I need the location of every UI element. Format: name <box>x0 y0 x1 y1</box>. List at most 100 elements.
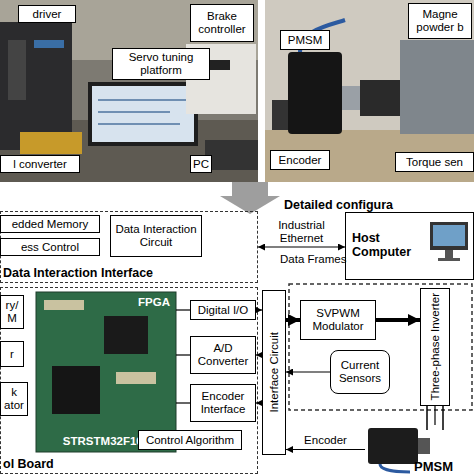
motor-cable <box>380 464 410 472</box>
node-label: Encoder Interface <box>191 390 255 415</box>
node-label: PMSM <box>288 34 323 47</box>
node-label: Servo tuning platform <box>113 51 209 76</box>
brake-photo <box>400 40 474 134</box>
node-label: edded Memory <box>12 218 89 231</box>
host-box: Host Computer <box>345 212 474 280</box>
down-arrow <box>220 182 280 214</box>
monitor <box>88 82 198 146</box>
photo-callout: Encoder <box>270 150 330 170</box>
monitor-screen <box>92 86 194 142</box>
interface-box: Interface Circuit <box>262 290 286 455</box>
function-box: Digital I/O <box>190 300 256 320</box>
edge-label: Encoder <box>294 434 358 447</box>
coupling <box>342 86 360 110</box>
torque-sensor-photo <box>360 80 400 116</box>
driver-detail <box>34 40 64 48</box>
phase-wire <box>442 406 444 430</box>
motor-shaft <box>418 438 430 454</box>
node-label: FPGA <box>138 296 170 309</box>
node-label: Digital I/O <box>198 304 249 317</box>
driver-detail <box>8 40 26 100</box>
connector <box>256 309 262 310</box>
host-stand <box>438 258 460 261</box>
node-label: r <box>10 348 14 361</box>
function-box: Control Algorithm <box>138 430 242 450</box>
photo-callout: driver <box>18 5 76 23</box>
photo-callout: Torque sen <box>395 152 474 172</box>
photo-callout: PC <box>190 155 212 173</box>
function-box: k ator <box>0 382 28 416</box>
connector <box>258 246 345 247</box>
node-label: SVPWM Modulator <box>301 307 375 332</box>
encoder-photo <box>272 100 288 130</box>
node-label: driver <box>33 8 62 21</box>
function-box: ry/ M <box>0 295 24 329</box>
node-label: A/D Converter <box>191 342 255 367</box>
connector <box>256 354 262 355</box>
power-group-outline <box>289 284 472 410</box>
mcu-chip <box>52 366 100 414</box>
connector <box>176 309 190 310</box>
function-box: Data Interaction Circuit <box>110 215 202 257</box>
node-label: ry/ M <box>1 299 23 324</box>
node-label: Current Sensors <box>331 359 389 384</box>
function-box: edded Memory <box>0 215 100 233</box>
inverter-box: Three-phase Inverter <box>420 288 450 406</box>
screen-line <box>98 123 180 125</box>
edge-label: Industrial Ethernet <box>270 219 334 244</box>
dashed-group: Data Interaction Interface edded Memory es… <box>0 211 258 283</box>
node-label: STRSTM32F103 <box>63 435 149 448</box>
board-photo: FPGA STRSTM32F103 <box>36 292 176 452</box>
node-label: Data Interaction Interface <box>3 267 153 281</box>
pcb-connector <box>116 372 156 384</box>
connector <box>286 371 330 372</box>
fpga-chip <box>104 316 148 354</box>
annotation: Data Frames <box>280 253 346 265</box>
servo-driver <box>0 22 72 150</box>
connector <box>286 318 300 322</box>
connector <box>434 406 435 425</box>
connector <box>376 318 420 322</box>
node-label: PMSM <box>414 460 453 474</box>
node-label: ol Board <box>3 458 54 472</box>
photo-background <box>265 0 474 182</box>
laptop <box>205 140 258 170</box>
annotation: Detailed configura <box>284 198 393 212</box>
function-box: Encoder Interface <box>190 384 256 422</box>
motor-symbol: PMSM <box>365 425 455 474</box>
function-box: ess Control <box>0 238 100 256</box>
node-label: Control Algorithm <box>146 434 234 447</box>
sensor-box: Current Sensors <box>330 350 390 394</box>
converter <box>20 132 82 154</box>
photo-base <box>265 130 474 182</box>
host-stand <box>445 250 453 258</box>
node-label: PC <box>193 158 209 171</box>
pcb-connector <box>44 300 84 310</box>
connector <box>256 402 262 403</box>
photo-callout: l converter <box>0 155 80 173</box>
node-label: Encoder <box>279 154 322 167</box>
screen-line <box>98 99 186 101</box>
node-label: Brake controller <box>191 10 253 35</box>
phase-wire <box>426 406 428 430</box>
function-box: A/D Converter <box>190 336 256 374</box>
motor-photo <box>288 52 342 134</box>
photo-callout: Brake controller <box>190 4 254 42</box>
node-label: Host Computer <box>352 232 423 260</box>
photo-callout: Magne powder b <box>408 3 472 39</box>
photo-callout: Servo tuning platform <box>112 48 210 80</box>
node-label: ess Control <box>21 241 79 254</box>
connector <box>286 449 365 450</box>
host-monitor <box>430 222 468 250</box>
node-label: k ator <box>1 386 27 411</box>
node-label: Interface Circuit <box>268 332 281 413</box>
host-screen <box>433 225 465 246</box>
node-label: Data Interaction Circuit <box>111 223 201 248</box>
screen-line <box>98 111 170 113</box>
node-label: l converter <box>13 158 67 171</box>
node-label: Torque sen <box>406 156 463 169</box>
connector <box>176 402 190 403</box>
